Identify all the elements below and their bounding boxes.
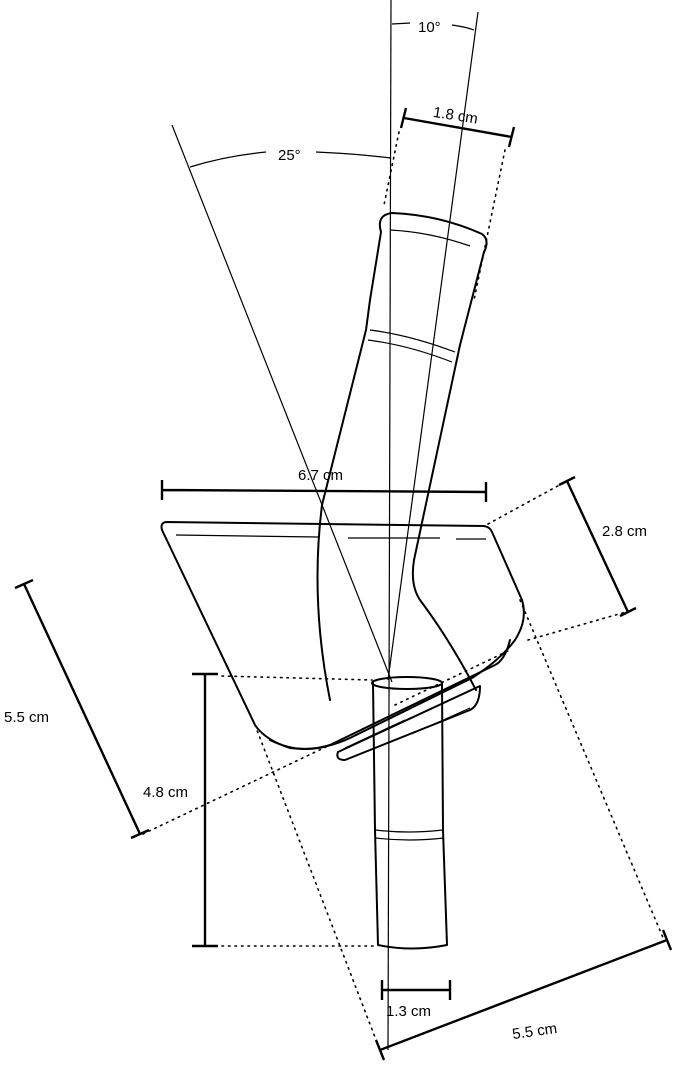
tube-left-wall xyxy=(316,231,382,701)
joint-width-dimension xyxy=(399,107,516,148)
tube-rim xyxy=(378,212,488,253)
outlet-height-dimension xyxy=(192,672,218,948)
height-extension-lines xyxy=(221,675,379,947)
outlet-height-label: 4.8 cm xyxy=(143,784,188,801)
tube-rim-inner xyxy=(389,229,471,247)
bath-width-dimension xyxy=(160,480,488,502)
angle-arc-10 xyxy=(391,22,475,31)
bottom-length-label: 5.5 cm xyxy=(511,1020,558,1043)
bath-depth-dimension xyxy=(558,475,637,618)
bath-width-label: 6.7 cm xyxy=(298,467,343,484)
tube-right-wall xyxy=(411,251,485,691)
outlet-width-label: 1.3 cm xyxy=(386,1003,431,1020)
tube-axis-10deg xyxy=(387,11,479,681)
outlet-width-dimension xyxy=(380,980,452,1000)
ground-joint-lines xyxy=(367,329,456,363)
bath-rim-inner xyxy=(175,534,486,540)
joint-width-label: 1.8 cm xyxy=(432,104,479,128)
angle-label-25: 25° xyxy=(278,147,301,164)
strap-inner xyxy=(344,707,471,749)
outlet-walls xyxy=(372,682,448,950)
angle-label-10: 10° xyxy=(418,19,441,36)
side-length-label: 5.5 cm xyxy=(4,709,49,726)
angle-arc-25 xyxy=(189,151,391,168)
strap-band xyxy=(269,639,511,761)
axis-25deg xyxy=(171,124,393,683)
joint-extension-lines xyxy=(383,131,506,301)
bath-outline xyxy=(160,521,525,750)
bath-depth-label: 2.8 cm xyxy=(602,523,647,540)
bottom-extension-lines xyxy=(254,599,665,1046)
depth-extension-lines xyxy=(487,481,627,641)
side-extension-line xyxy=(142,649,511,835)
outlet-joint-lines xyxy=(374,829,445,841)
side-length-dimension xyxy=(14,578,150,840)
bottom-length-dimension xyxy=(374,929,673,1061)
